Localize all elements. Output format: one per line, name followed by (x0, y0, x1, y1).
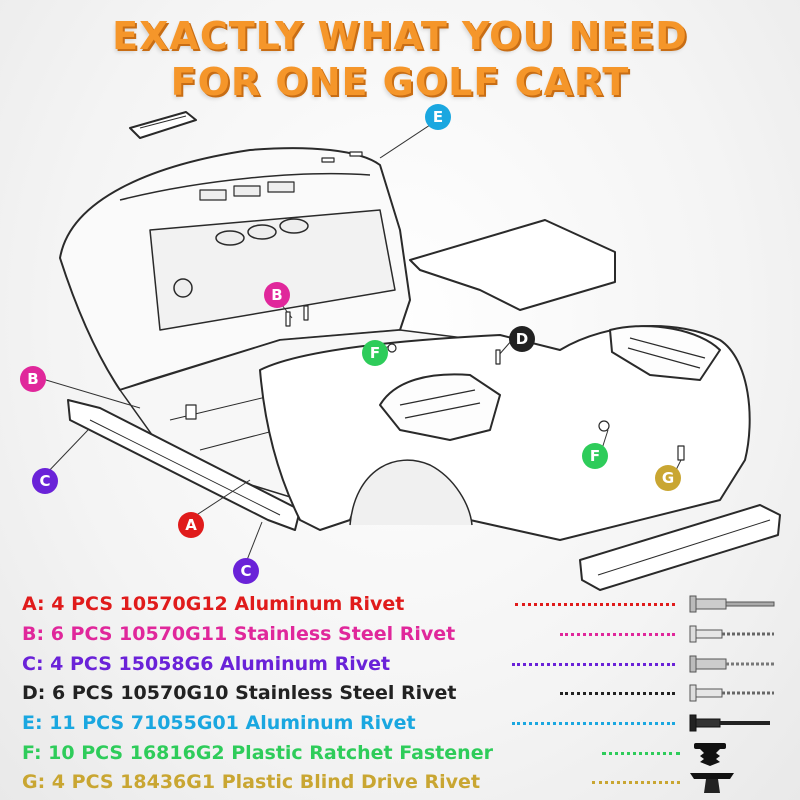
part-label: A: 4 PCS 10570G12 Aluminum Rivet (22, 593, 405, 615)
rocker-panel (67, 399, 301, 531)
aluminum-rivet-icon (689, 655, 774, 673)
golf-cart-body-diagram (44, 111, 781, 591)
part-label: E: 11 PCS 71055G01 Aluminum Rivet (22, 712, 416, 734)
marker-d: D (509, 326, 535, 352)
part-label: B: 6 PCS 10570G11 Stainless Steel Rivet (22, 623, 456, 645)
part-label: F: 10 PCS 16816G2 Plastic Ratchet Fasten… (22, 742, 493, 764)
marker-b-left: B (20, 366, 46, 392)
title-line-1: EXACTLY WHAT YOU NEED (112, 14, 688, 58)
title-line-2: FOR ONE GOLF CART (170, 60, 630, 104)
part-label: C: 4 PCS 15058G6 Aluminum Rivet (22, 653, 391, 675)
part-row-c: C: 4 PCS 15058G6 Aluminum Rivet (0, 651, 800, 677)
rear-body (259, 325, 751, 541)
part-row-g: G: 4 PCS 18436G1 Plastic Blind Drive Riv… (0, 769, 800, 795)
blind-drive-rivet-icon (690, 773, 734, 793)
marker-a: A (178, 512, 204, 538)
black-rivet-icon (689, 714, 770, 732)
marker-e: E (425, 104, 451, 130)
part-row-b: B: 6 PCS 10570G11 Stainless Steel Rivet (0, 621, 800, 647)
marker-g: G (655, 465, 681, 491)
seat-support-plate (409, 219, 616, 311)
part-label: G: 4 PCS 18436G1 Plastic Blind Drive Riv… (22, 771, 481, 793)
rear-bumper (579, 504, 781, 591)
marker-b-top: B (264, 282, 290, 308)
part-row-d: D: 6 PCS 10570G10 Stainless Steel Rivet (0, 680, 800, 706)
aluminum-rivet-icon (689, 595, 775, 613)
stainless-rivet-icon (689, 684, 774, 702)
marker-f-top: F (362, 340, 388, 366)
marker-f-right: F (582, 443, 608, 469)
stainless-rivet-icon (689, 625, 774, 643)
part-row-f: F: 10 PCS 16816G2 Plastic Ratchet Fasten… (0, 740, 800, 766)
ratchet-fastener-icon (694, 743, 726, 766)
dash-panel (149, 209, 396, 331)
marker-c-left: C (32, 468, 58, 494)
part-row-e: E: 11 PCS 71055G01 Aluminum Rivet (0, 710, 800, 736)
part-label: D: 6 PCS 10570G10 Stainless Steel Rivet (22, 682, 457, 704)
part-row-a: A: 4 PCS 10570G12 Aluminum Rivet (0, 591, 800, 617)
top-bracket (129, 111, 197, 139)
marker-c-bottom: C (233, 558, 259, 584)
